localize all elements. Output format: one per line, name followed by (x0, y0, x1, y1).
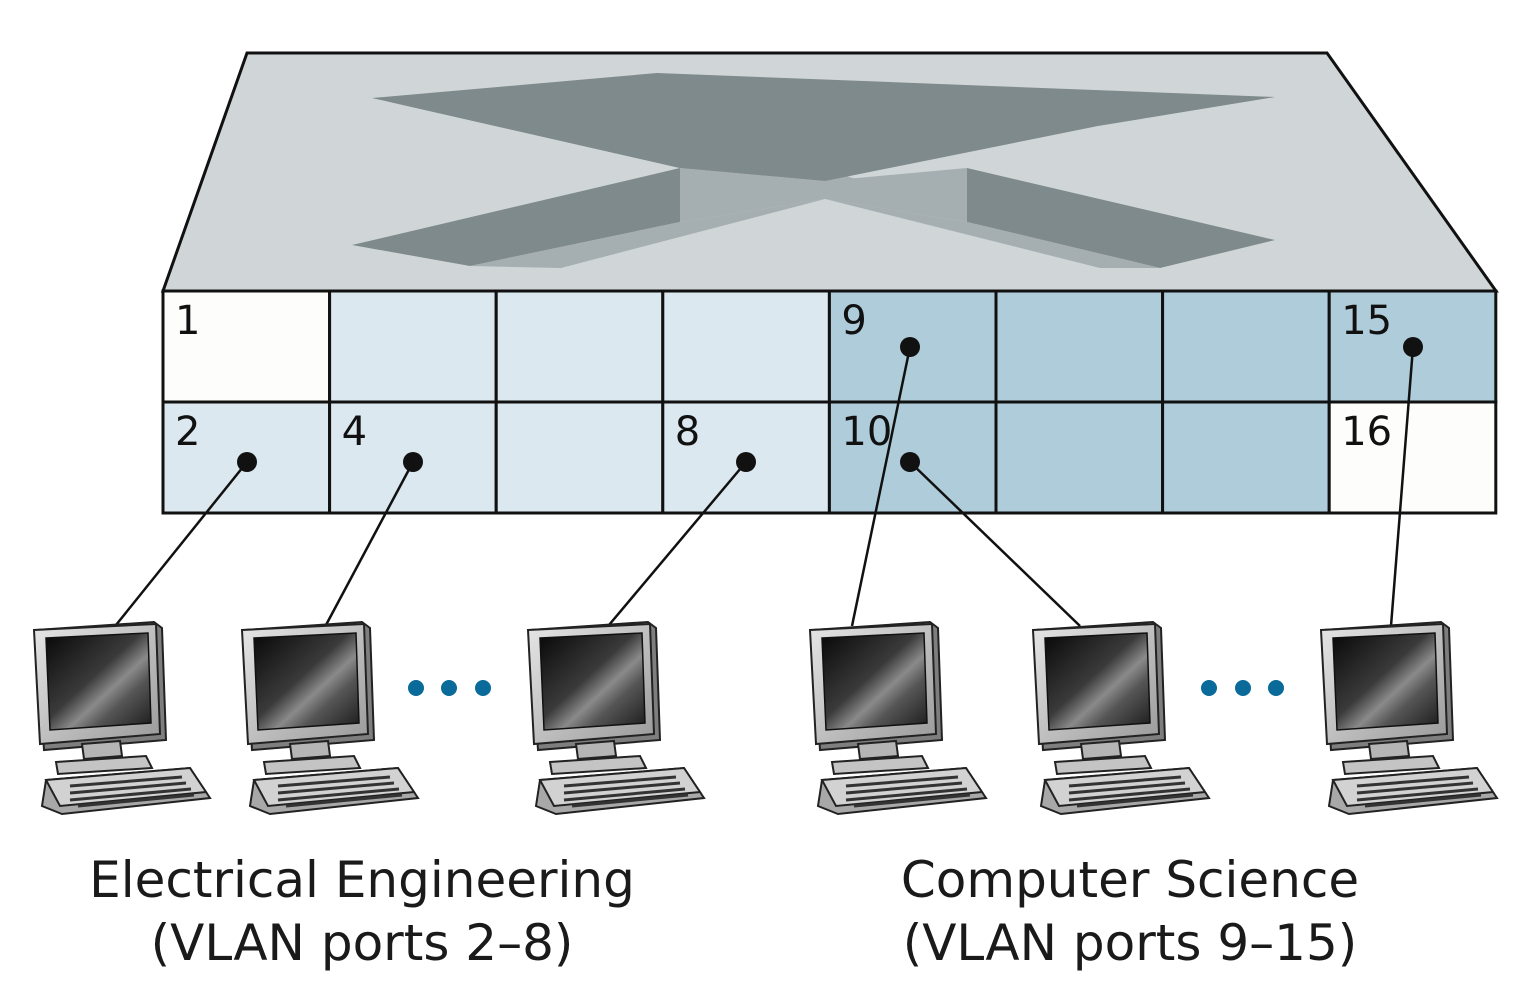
computer-icon (32, 620, 212, 816)
cable (850, 346, 912, 627)
port-number-label: 8 (675, 409, 700, 455)
switch-port (1327, 400, 1498, 515)
port-number-label: 15 (1341, 298, 1392, 344)
ellipsis-icon (408, 680, 491, 696)
switch (160, 51, 1499, 293)
port-connection-dot (900, 452, 920, 472)
switch-port (994, 400, 1165, 515)
switch-logo-icon (352, 73, 1275, 268)
computer-icon (808, 620, 988, 816)
switch-port (994, 289, 1165, 404)
port-number-label: 2 (175, 409, 200, 455)
computer-icon (1319, 620, 1499, 816)
port-connection-dot (736, 452, 756, 472)
computer-icon (526, 620, 706, 816)
computer-icon (1031, 620, 1211, 816)
port-number-label: 16 (1341, 409, 1392, 455)
cable (909, 461, 1081, 627)
ee-group-title: Electrical Engineering (89, 851, 635, 909)
cable (115, 461, 248, 626)
port-number-label: 10 (841, 409, 892, 455)
switch-port (494, 400, 665, 515)
cable (1389, 346, 1415, 627)
computers (32, 620, 1499, 816)
port-grid: 1 9 15 2 4 8 10 16 (161, 289, 1498, 515)
ellipsis-icon (1201, 680, 1284, 696)
cs-group-ports: (VLAN ports 9–15) (903, 914, 1358, 972)
cable (608, 461, 747, 626)
port-connection-dot (1403, 337, 1423, 357)
ee-group-ports: (VLAN ports 2–8) (151, 914, 574, 972)
switch-port (1161, 289, 1331, 404)
switch-port (1161, 400, 1331, 515)
port-connection-dot (403, 452, 423, 472)
port-connection-dot (237, 452, 257, 472)
cable (324, 461, 415, 626)
computer-icon (240, 620, 420, 816)
port-connection-dot (900, 337, 920, 357)
port-number-label: 9 (841, 298, 866, 344)
switch-port (661, 289, 831, 404)
cs-group-title: Computer Science (901, 851, 1359, 909)
switch-port (328, 289, 498, 404)
switch-port (494, 289, 665, 404)
port-number-label: 4 (342, 409, 367, 455)
port-number-label: 1 (175, 298, 200, 344)
cables (115, 337, 1423, 627)
